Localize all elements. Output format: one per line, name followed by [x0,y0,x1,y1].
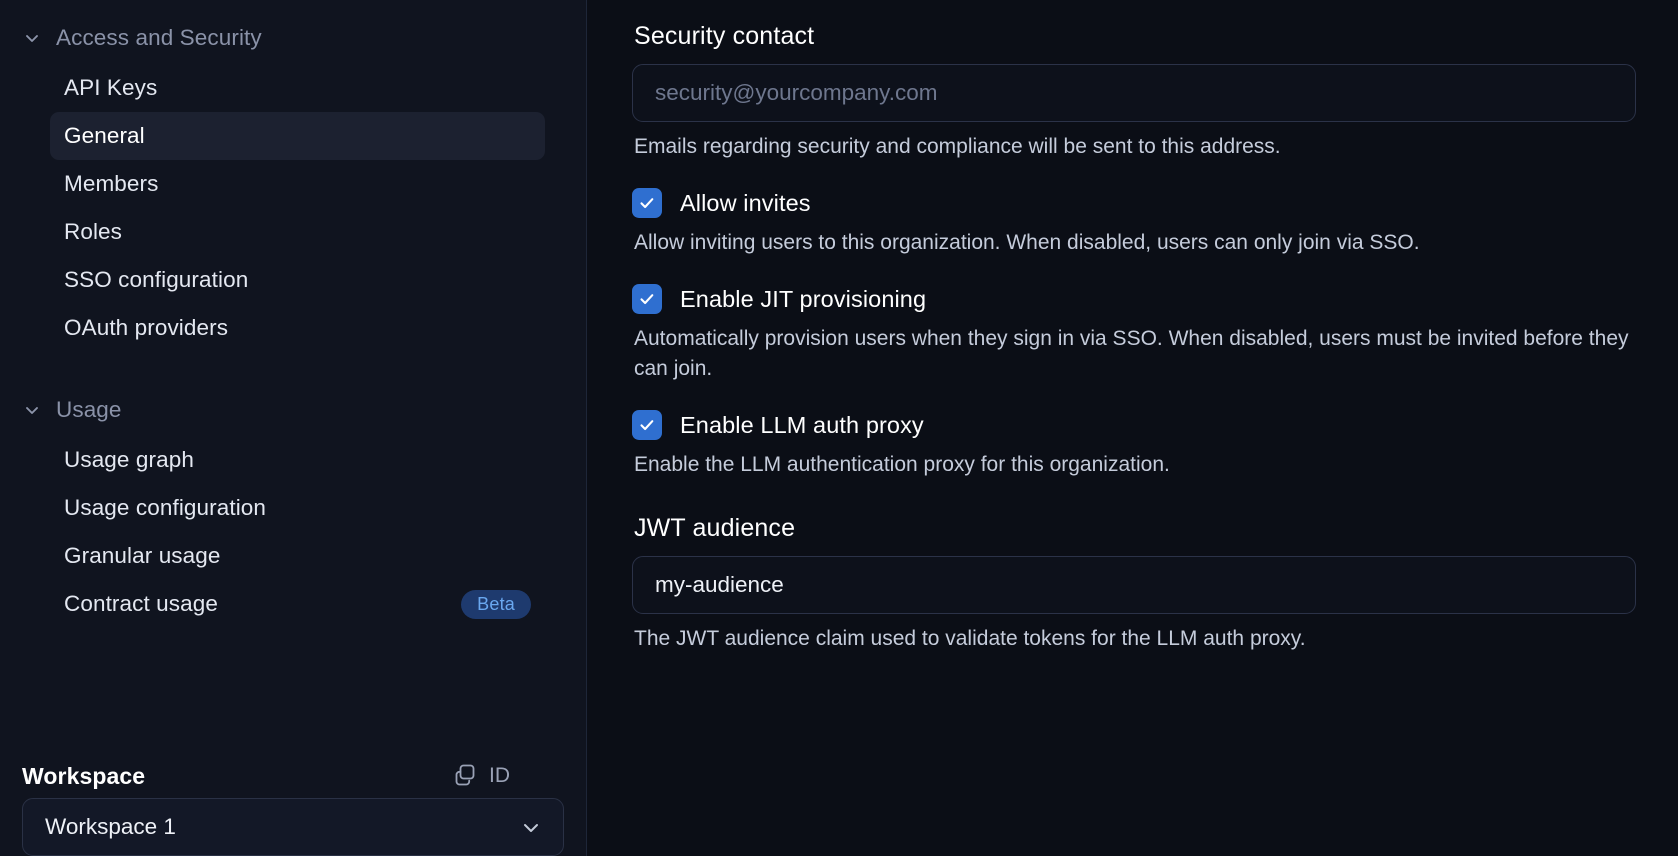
workspace-title: Workspace [22,762,146,789]
check-icon [640,420,654,431]
checkbox-enable-llm-auth-proxy[interactable] [632,410,662,440]
checkbox-allow-invites[interactable] [632,188,662,218]
jwt-audience-label: JWT audience [634,514,796,542]
nav-group-header-usage[interactable]: Usage [0,390,586,430]
sidebar-item-label: Granular usage [64,543,221,568]
workspace-id-label: ID [489,764,510,787]
security-contact-helper: Emails regarding security and compliance… [634,135,1281,158]
allow-invites-label: Allow invites [680,189,811,216]
sidebar: Access and Security API Keys General Mem… [0,0,587,856]
workspace-header: Workspace ID [22,754,564,798]
nav-item-list-access-and-security: API Keys General Members Roles SSO confi… [0,64,586,352]
nav-group-access-and-security: Access and Security API Keys General Mem… [0,18,586,352]
sidebar-item-roles[interactable]: Roles [50,208,545,256]
workspace-select[interactable]: Workspace 1 [22,798,564,856]
sidebar-item-sso-configuration[interactable]: SSO configuration [50,256,545,304]
jwt-audience-helper: The JWT audience claim used to validate … [634,627,1306,650]
nav-group-label: Access and Security [56,25,262,50]
chevron-down-icon [22,400,42,420]
nav-group-divider-space [0,352,586,390]
enable-jit-provisioning-label: Enable JIT provisioning [680,285,927,312]
sidebar-item-general[interactable]: General [50,112,545,160]
sidebar-item-label: SSO configuration [64,267,249,292]
allow-invites-row[interactable]: Allow invites [632,188,811,218]
enable-jit-provisioning-helper: Automatically provision users when they … [634,327,1629,380]
check-icon [640,294,654,305]
status-badge-beta: Beta [461,589,531,619]
checkbox-enable-jit-provisioning[interactable] [632,284,662,314]
nav-item-list-usage: Usage graph Usage configuration Granular… [0,436,586,628]
sidebar-item-usage-configuration[interactable]: Usage configuration [50,484,545,532]
sidebar-item-label: Usage configuration [64,495,267,520]
sidebar-item-contract-usage[interactable]: Contract usage Beta [50,580,545,628]
nav-group-usage: Usage Usage graph Usage configuration Gr… [0,390,586,628]
sidebar-item-label: Contract usage [64,591,218,616]
copy-workspace-id-button[interactable]: ID [452,761,510,792]
security-contact-input[interactable]: security@yourcompany.com [632,64,1636,122]
nav-group-label: Usage [56,397,122,422]
jwt-audience-value: my-audience [655,572,784,597]
check-icon [640,198,654,209]
enable-llm-auth-proxy-helper: Enable the LLM authentication proxy for … [634,453,1170,476]
sidebar-item-oauth-providers[interactable]: OAuth providers [50,304,545,352]
security-contact-label: Security contact [634,22,815,50]
workspace-section: Workspace ID Workspace 1 [0,754,586,856]
general-settings-panel: Security contact security@yourcompany.co… [587,0,1678,856]
chevron-down-icon [22,28,42,48]
enable-llm-auth-proxy-row[interactable]: Enable LLM auth proxy [632,410,924,440]
workspace-selected-value: Workspace 1 [45,814,176,839]
sidebar-item-usage-graph[interactable]: Usage graph [50,436,545,484]
enable-jit-provisioning-row[interactable]: Enable JIT provisioning [632,284,926,314]
sidebar-nav: Access and Security API Keys General Mem… [0,0,586,754]
sidebar-item-label: Usage graph [64,447,194,472]
jwt-audience-input[interactable]: my-audience [632,556,1636,614]
chevron-down-icon [519,815,543,839]
nav-group-header-access-and-security[interactable]: Access and Security [0,18,586,58]
sidebar-item-granular-usage[interactable]: Granular usage [50,532,545,580]
copy-icon [452,761,478,792]
sidebar-item-members[interactable]: Members [50,160,545,208]
sidebar-item-label: Members [64,171,159,196]
sidebar-item-label: General [64,123,145,148]
sidebar-item-label: OAuth providers [64,315,229,340]
sidebar-item-api-keys[interactable]: API Keys [50,64,545,112]
enable-llm-auth-proxy-label: Enable LLM auth proxy [680,411,924,438]
security-contact-placeholder: security@yourcompany.com [655,80,938,105]
sidebar-item-label: Roles [64,219,123,244]
sidebar-item-label: API Keys [64,75,158,100]
allow-invites-helper: Allow inviting users to this organizatio… [634,231,1420,254]
